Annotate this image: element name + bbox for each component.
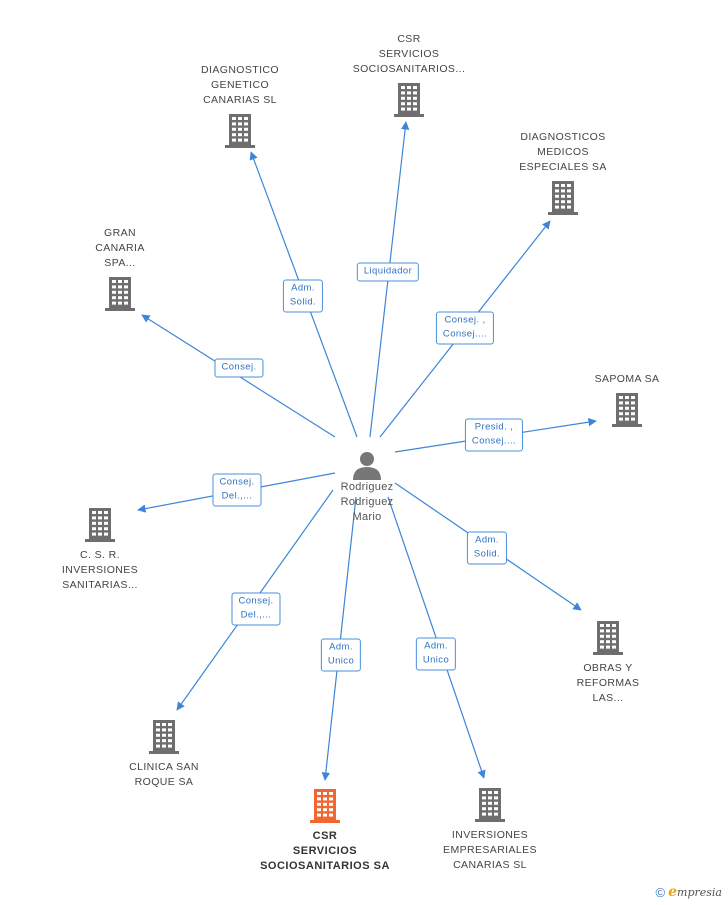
building-icon [105, 277, 135, 311]
role-label-obras-reformas[interactable]: Adm. Solid. [466, 531, 508, 565]
company-node-clinica-san-roque[interactable]: CLINICA SAN ROQUE SA [114, 720, 214, 790]
company-name-line: MEDICOS [537, 146, 589, 158]
company-name-line: SERVICIOS [292, 845, 358, 857]
company-name-line: INVERSIONES [451, 829, 529, 841]
company-node-csr-servicios-main[interactable]: CSR SERVICIOS SOCIOSANITARIOS SA [250, 789, 400, 874]
role-label-csr-servicios-top[interactable]: Liquidador [356, 262, 420, 282]
company-name-line: C. S. R. [80, 549, 120, 561]
company-name-line: REFORMAS [576, 677, 640, 689]
company-name-line: CANARIAS SL [203, 94, 277, 106]
building-icon [548, 181, 578, 215]
role-text: Adm. [291, 282, 315, 294]
company-name-line: SAPOMA SA [594, 373, 660, 385]
company-name-line: CSR [312, 830, 338, 842]
company-name-line: SANITARIAS... [62, 579, 138, 591]
role-text: Adm. [424, 640, 448, 652]
person-name-line: Rodriguez [340, 496, 394, 508]
company-node-csr-inversiones[interactable]: C. S. R. INVERSIONES SANITARIAS... [45, 508, 155, 593]
role-label-csr-servicios-main[interactable]: Adm. Unico [320, 638, 362, 672]
role-text: Consej. [221, 361, 257, 373]
company-name-line: CANARIA [95, 242, 145, 254]
center-person-node[interactable]: Rodriguez Rodriguez Mario [322, 450, 412, 525]
footer-credit: © empresia [656, 884, 722, 900]
building-icon [310, 789, 340, 823]
building-icon [149, 720, 179, 754]
company-name-line: SOCIOSANITARIOS... [352, 63, 466, 75]
company-node-csr-servicios-top[interactable]: CSR SERVICIOS SOCIOSANITARIOS... [339, 32, 479, 117]
person-name-line: Mario [352, 511, 382, 523]
company-node-sapoma[interactable]: SAPOMA SA [582, 372, 672, 427]
role-label-diagnostico-genetico[interactable]: Adm. Solid. [282, 279, 324, 313]
company-name-line: LAS... [592, 692, 624, 704]
role-text: Unico [422, 654, 450, 666]
role-text: Consej.... [471, 435, 517, 447]
role-text: Solid. [473, 548, 501, 560]
role-text: Unico [327, 655, 355, 667]
building-icon [85, 508, 115, 542]
building-icon [394, 83, 424, 117]
person-icon [353, 452, 381, 480]
person-name-line: Rodriguez [340, 481, 394, 493]
company-name-line: INVERSIONES [61, 564, 139, 576]
company-name-line: SOCIOSANITARIOS SA [260, 860, 390, 872]
brand-rest: mpresia [677, 886, 722, 899]
company-name-line: ESPECIALES SA [519, 161, 607, 173]
company-name-line: GENETICO [210, 79, 270, 91]
company-name-line: CANARIAS SL [453, 859, 527, 871]
role-label-clinica-san-roque[interactable]: Consej. Del.,... [231, 592, 281, 626]
company-name-line: ROQUE SA [134, 776, 194, 788]
building-icon [475, 788, 505, 822]
company-name-line: SERVICIOS [378, 48, 440, 60]
role-text: Liquidador [363, 265, 413, 277]
role-text: Consej.... [442, 328, 488, 340]
copyright-symbol: © [655, 884, 666, 900]
role-text: Solid. [289, 296, 317, 308]
role-text: Consej. , [444, 314, 486, 326]
role-text: Presid. , [474, 421, 514, 433]
company-name-line: SPA... [104, 257, 136, 269]
role-text: Adm. [329, 641, 353, 653]
building-icon [225, 114, 255, 148]
role-label-diagnosticos-medicos[interactable]: Consej. , Consej.... [435, 311, 495, 345]
role-text: Consej. [219, 476, 255, 488]
role-text: Del.,... [221, 490, 253, 502]
brand-initial: e [668, 884, 678, 900]
company-name-line: CLINICA SAN [129, 761, 199, 773]
company-name-line: DIAGNOSTICO [201, 64, 279, 76]
role-label-inversiones-empresariales[interactable]: Adm. Unico [415, 637, 457, 671]
company-name-line: CSR [397, 33, 421, 45]
building-icon [593, 621, 623, 655]
role-label-gran-canaria-spa[interactable]: Consej. [214, 358, 264, 378]
building-icon [612, 393, 642, 427]
company-name-line: OBRAS Y [583, 662, 633, 674]
company-node-gran-canaria-spa[interactable]: GRAN CANARIA SPA... [75, 226, 165, 311]
role-label-sapoma[interactable]: Presid. , Consej.... [464, 418, 524, 452]
role-text: Del.,... [240, 609, 272, 621]
company-node-diagnostico-genetico[interactable]: DIAGNOSTICO GENETICO CANARIAS SL [180, 63, 300, 148]
brand-logo[interactable]: empresia [668, 884, 722, 900]
company-node-obras-reformas[interactable]: OBRAS Y REFORMAS LAS... [563, 621, 653, 706]
company-node-diagnosticos-medicos[interactable]: DIAGNOSTICOS MEDICOS ESPECIALES SA [503, 130, 623, 215]
company-name-line: DIAGNOSTICOS [520, 131, 606, 143]
role-text: Adm. [475, 534, 499, 546]
role-label-csr-inversiones[interactable]: Consej. Del.,... [212, 473, 262, 507]
company-node-inversiones-empresariales[interactable]: INVERSIONES EMPRESARIALES CANARIAS SL [430, 788, 550, 873]
company-name-line: EMPRESARIALES [443, 844, 537, 856]
role-text: Consej. [238, 595, 274, 607]
company-name-line: GRAN [104, 227, 136, 239]
